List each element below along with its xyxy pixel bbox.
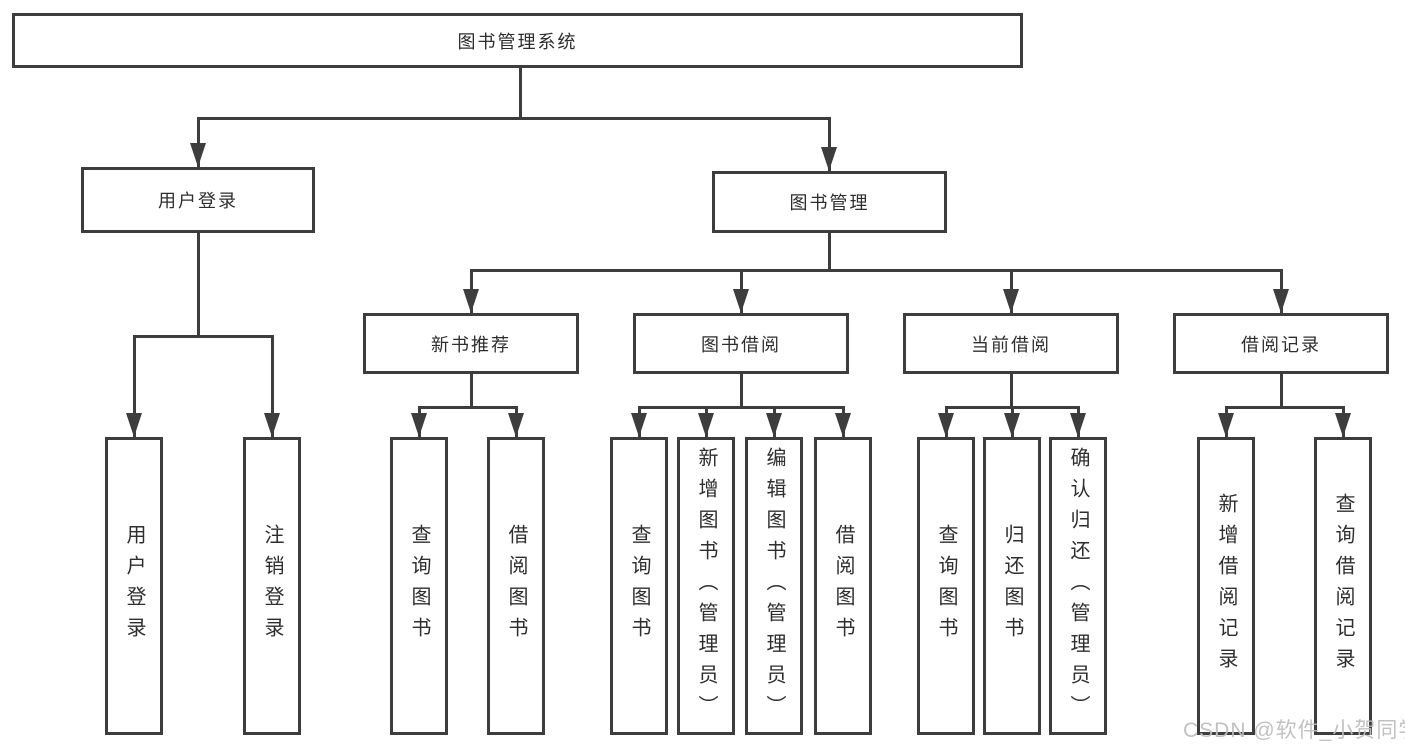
arrow-down-icon xyxy=(1003,289,1019,313)
node-leaf-borrow-book-1: 借阅图书 xyxy=(487,437,545,735)
node-leaf-query-book-1: 查询图书 xyxy=(390,437,448,735)
connector-line xyxy=(739,374,743,407)
arrow-down-icon xyxy=(821,147,837,171)
node-current-borrowing: 当前借阅 xyxy=(903,313,1119,374)
arrow-down-icon xyxy=(1218,413,1234,437)
node-label: 图书借阅 xyxy=(701,334,781,355)
arrow-down-icon xyxy=(508,413,524,437)
node-label: 注销登录 xyxy=(261,524,283,648)
arrow-down-icon xyxy=(938,413,954,437)
node-label: 归还图书 xyxy=(1001,524,1023,648)
node-leaf-return-book: 归还图书 xyxy=(983,437,1041,735)
node-root: 图书管理系统 xyxy=(12,13,1023,68)
arrow-down-icon xyxy=(766,413,782,437)
node-label: 确认归还（管理员） xyxy=(1067,446,1089,726)
node-label: 图书管理系统 xyxy=(457,31,578,52)
arrow-down-icon xyxy=(1273,289,1289,313)
node-label: 查询图书 xyxy=(408,524,430,648)
node-label: 图书管理 xyxy=(789,193,870,213)
node-label: 查询图书 xyxy=(628,524,650,648)
node-label: 新书推荐 xyxy=(431,334,511,355)
connector-line xyxy=(827,233,831,270)
arrow-down-icon xyxy=(631,413,647,437)
connector-line xyxy=(469,268,1283,272)
node-leaf-confirm-return: 确认归还（管理员） xyxy=(1049,437,1107,735)
node-new-book-recommend: 新书推荐 xyxy=(363,313,579,374)
arrow-down-icon xyxy=(1335,413,1351,437)
arrow-down-icon xyxy=(264,413,280,437)
arrow-down-icon xyxy=(190,143,206,167)
arrow-down-icon xyxy=(126,413,142,437)
arrow-down-icon xyxy=(1070,413,1086,437)
node-label: 用户登录 xyxy=(158,191,238,211)
node-leaf-edit-book-admin: 编辑图书（管理员） xyxy=(745,437,803,735)
csdn-watermark: CSDN @软件_小贺同学 xyxy=(1183,719,1405,742)
connector-line xyxy=(469,374,473,407)
node-label: 编辑图书（管理员） xyxy=(763,446,785,726)
connector-line xyxy=(827,118,831,171)
arrow-down-icon xyxy=(1004,413,1020,437)
connector-line xyxy=(637,405,845,409)
connector-line xyxy=(196,118,200,167)
node-leaf-user-login: 用户登录 xyxy=(105,437,163,735)
node-label: 新增借阅记录 xyxy=(1215,493,1237,679)
node-label: 查询借阅记录 xyxy=(1332,493,1354,679)
node-label: 借阅图书 xyxy=(505,524,527,648)
connector-line xyxy=(270,336,274,437)
arrow-down-icon xyxy=(463,289,479,313)
node-leaf-query-book-3: 查询图书 xyxy=(917,437,975,735)
node-leaf-borrow-book-2: 借阅图书 xyxy=(814,437,872,735)
arrow-down-icon xyxy=(733,289,749,313)
node-label: 新增图书（管理员） xyxy=(695,446,717,726)
connector-line xyxy=(196,233,200,336)
arrow-down-icon xyxy=(411,413,427,437)
connector-line xyxy=(417,405,518,409)
connector-line xyxy=(518,68,522,118)
node-user-login: 用户登录 xyxy=(81,167,315,233)
node-leaf-add-record: 新增借阅记录 xyxy=(1197,437,1255,735)
node-book-borrowing: 图书借阅 xyxy=(633,313,849,374)
node-label: 用户登录 xyxy=(123,524,145,648)
node-leaf-query-record: 查询借阅记录 xyxy=(1314,437,1372,735)
node-label: 借阅图书 xyxy=(832,524,854,648)
node-label: 查询图书 xyxy=(935,524,957,648)
node-label: 借阅记录 xyxy=(1241,334,1321,355)
node-leaf-add-book-admin: 新增图书（管理员） xyxy=(677,437,735,735)
connector-line xyxy=(132,336,136,437)
connector-line xyxy=(1224,405,1345,409)
node-label: 当前借阅 xyxy=(971,334,1051,355)
connector-line xyxy=(132,334,274,338)
node-book-management: 图书管理 xyxy=(712,171,947,233)
arrow-down-icon xyxy=(698,413,714,437)
connector-line xyxy=(1279,374,1283,407)
node-leaf-query-book-2: 查询图书 xyxy=(610,437,668,735)
node-borrowing-records: 借阅记录 xyxy=(1173,313,1389,374)
connector-line xyxy=(196,116,831,120)
arrow-down-icon xyxy=(835,413,851,437)
connector-line xyxy=(1009,374,1013,407)
node-leaf-logout: 注销登录 xyxy=(243,437,301,735)
